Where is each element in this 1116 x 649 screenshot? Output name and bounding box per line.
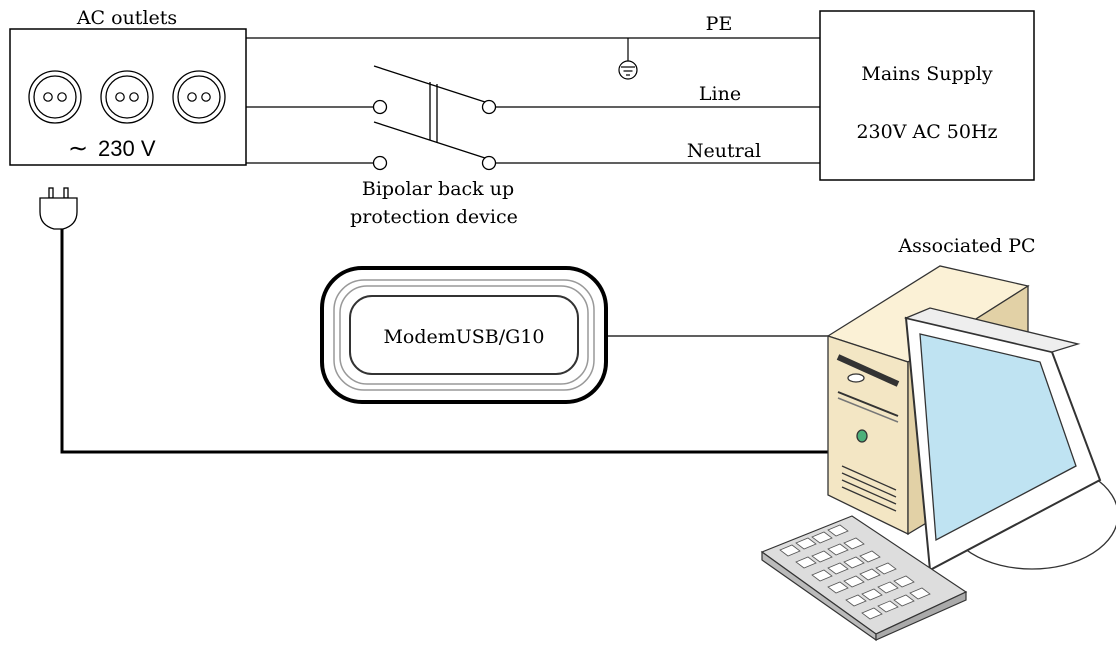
ac-outlets-title: AC outlets	[76, 7, 177, 29]
socket-2	[100, 70, 154, 124]
pc-label: Associated PC	[897, 235, 1035, 257]
ground-icon	[618, 38, 638, 80]
bipolar-switch	[372, 65, 497, 171]
socket-3	[172, 70, 226, 124]
ac-outlets: AC outlets ∼ 230 V	[9, 7, 247, 166]
pe-label: PE	[706, 13, 733, 35]
switch-contact-neutral-left	[372, 155, 388, 171]
wires	[246, 37, 820, 164]
switch-contact-line-right	[481, 99, 497, 115]
socket-1	[28, 70, 82, 124]
switch-label-line1: Bipolar back up	[362, 178, 514, 200]
power-cable	[60, 229, 838, 454]
keyboard-icon	[760, 515, 968, 642]
mains-title: Mains Supply	[861, 63, 993, 85]
keyboard-keys	[779, 524, 931, 620]
mains-spec: 230V AC 50Hz	[856, 121, 997, 143]
outlet-voltage: 230 V	[98, 136, 156, 161]
mains-box	[819, 10, 1035, 181]
outlet-box	[9, 28, 247, 166]
ac-symbol: ∼	[68, 135, 88, 162]
line-label: Line	[699, 83, 741, 105]
modem-device: ModemUSB/G10	[320, 266, 608, 404]
neutral-label: Neutral	[687, 140, 761, 162]
computer-icon	[826, 265, 1116, 572]
modem-label: ModemUSB/G10	[383, 326, 544, 348]
switch-contact-neutral-right	[481, 155, 497, 171]
mains-supply: Mains Supply 230V AC 50Hz	[819, 10, 1035, 181]
plug-icon	[39, 187, 78, 230]
switch-label-line2: protection device	[350, 206, 518, 228]
switch-contact-line-left	[372, 99, 388, 115]
